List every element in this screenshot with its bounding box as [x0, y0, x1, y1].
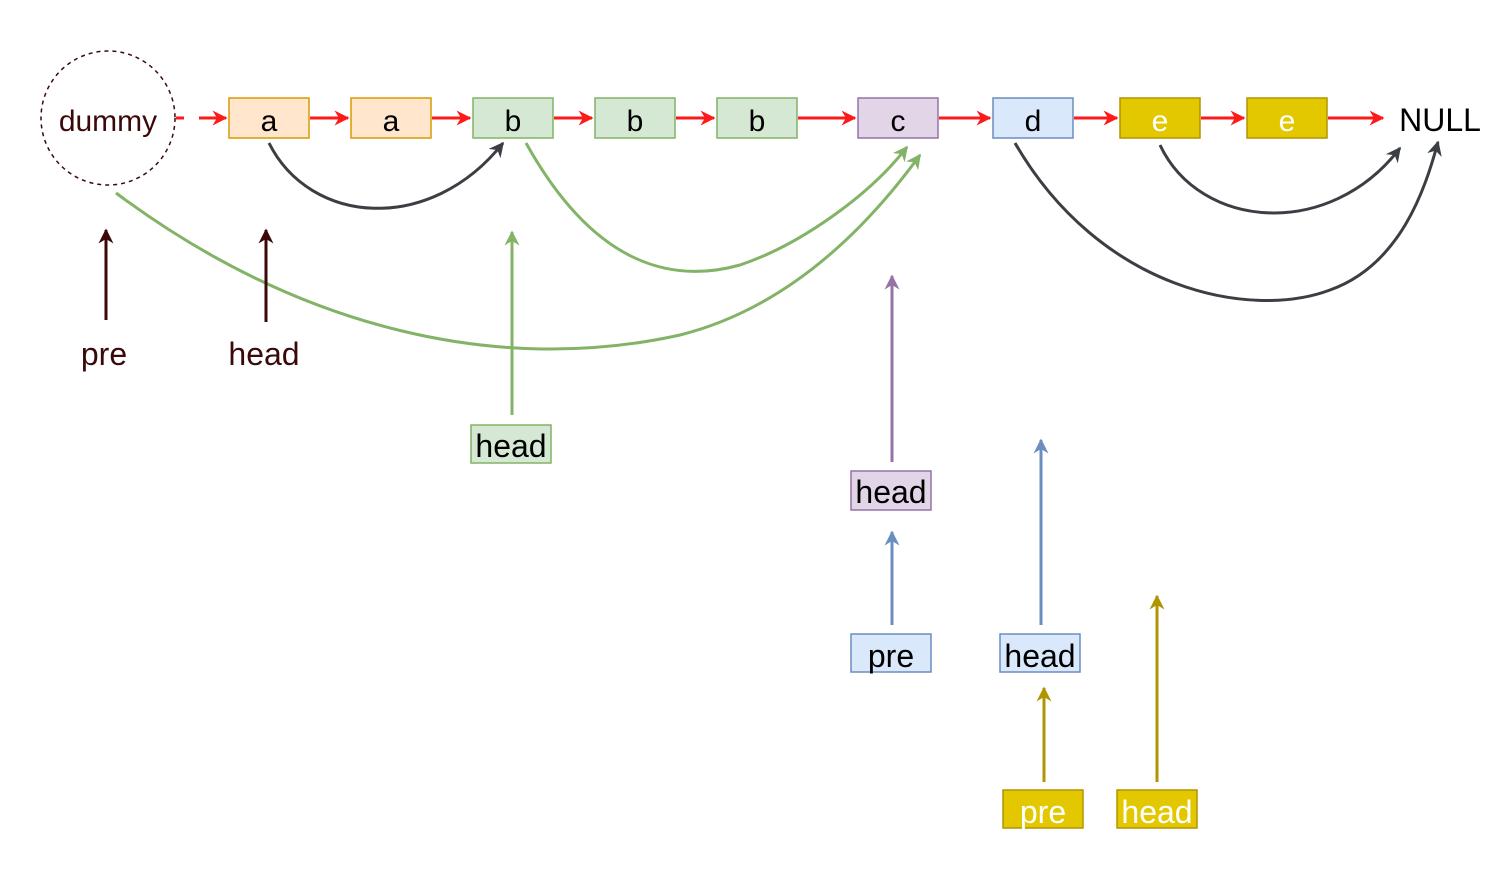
- pointer-label: head: [855, 474, 926, 510]
- pointer-label: pre: [81, 336, 127, 372]
- node-label: a: [383, 105, 400, 138]
- node-label: b: [505, 105, 522, 138]
- pointer-label: head: [1004, 638, 1075, 674]
- pointer-head-blue: head: [999, 438, 1081, 674]
- list-node: e: [1246, 97, 1328, 139]
- pointer-head-yellow: head: [1116, 594, 1198, 830]
- node-label: b: [627, 105, 644, 138]
- node-label: e: [1152, 105, 1169, 138]
- list-node: b: [594, 97, 676, 139]
- list-node: d: [992, 97, 1074, 139]
- list-node: b: [716, 97, 798, 139]
- null-terminator: NULL: [1399, 102, 1481, 138]
- pointer-label: head: [228, 336, 299, 372]
- green-arc: [524, 142, 909, 273]
- list-node: c: [857, 97, 939, 139]
- list-node: e: [1119, 97, 1201, 139]
- pointer-label: head: [475, 428, 546, 464]
- pointer-label: pre: [868, 638, 914, 674]
- dummy-node: dummy: [40, 50, 176, 186]
- node-label: c: [891, 105, 906, 138]
- pointer-pre: pre: [81, 228, 127, 372]
- jump-arc: [267, 141, 505, 210]
- jump-arcs: [267, 140, 1442, 302]
- pointer-pre-blue: pre: [850, 530, 932, 674]
- pointer-pre-yellow: pre: [1002, 686, 1084, 830]
- pointer-head-green: head: [470, 230, 552, 464]
- node-label: d: [1025, 105, 1042, 138]
- pointer-head-purple: head: [850, 274, 932, 511]
- pointer-label: pre: [1020, 794, 1066, 830]
- jump-arc: [1158, 144, 1402, 215]
- dummy-label: dummy: [59, 105, 157, 138]
- pointer-label: head: [1121, 794, 1192, 830]
- list-node: b: [472, 97, 554, 139]
- jump-arc: [1013, 140, 1442, 302]
- node-label: e: [1279, 105, 1296, 138]
- node-label: b: [749, 105, 766, 138]
- node-label: a: [261, 105, 278, 138]
- green-arcs: [115, 142, 922, 351]
- pointer-head: head: [228, 228, 300, 372]
- list-node: a: [350, 97, 432, 139]
- list-node: a: [228, 97, 310, 139]
- green-arc: [115, 153, 922, 351]
